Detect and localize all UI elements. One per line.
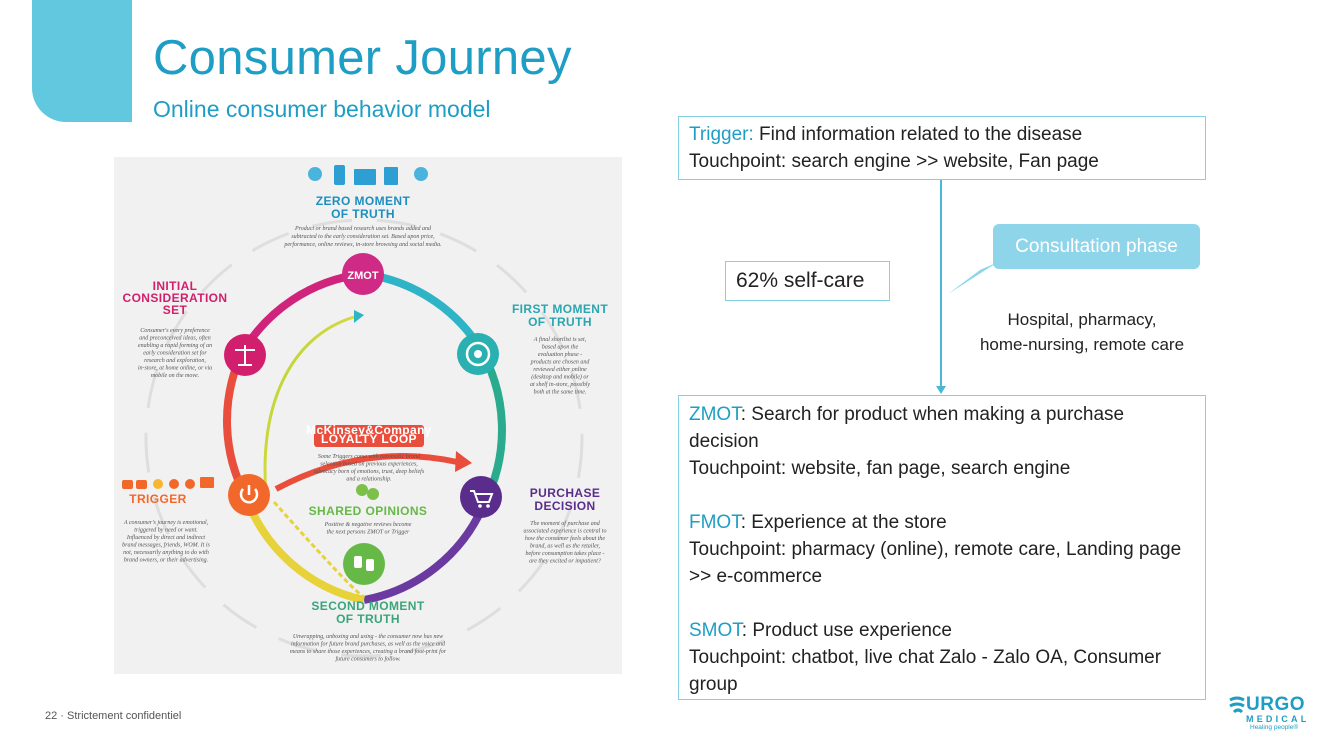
places-line-2: home-nursing, remote care	[979, 335, 1185, 354]
shared-text-line-0: Positive & negative reviews become	[324, 522, 412, 528]
corner-tab-decoration	[32, 0, 132, 122]
purchase-text-line-1: associated experience is central to	[524, 529, 607, 535]
urgo-logo: URGO MEDICAL Healing people®	[1228, 694, 1308, 732]
smot-text-line-3: future consumers to follow.	[336, 656, 401, 663]
trigger-text-line-0: A consumer's journey is emotional,	[123, 520, 209, 526]
zmot-title-line-0: ZERO MOMENT	[316, 194, 411, 208]
consultation-places: Hospital, pharmacy, home-nursing, remote…	[962, 307, 1202, 357]
trigger-text-line-5: brand owners, or their advertising.	[124, 558, 208, 564]
trigger-title-line-0: TRIGGER	[129, 492, 186, 506]
initial-text-line-5: in-store, at home online, or via	[138, 366, 212, 372]
loyalty-text-line-2: advocacy born of emotions, trust, deep b…	[314, 468, 425, 475]
page-subtitle: Online consumer behavior model	[153, 96, 491, 122]
fmot-text: : Experience at the store	[740, 512, 947, 533]
purchase-text-line-3: brand, as well as the retailer,	[530, 544, 600, 550]
zmot-text-line-2: performance, online reviews, in-store br…	[283, 241, 441, 248]
logo-word: URGO	[1246, 694, 1305, 715]
purchase-node	[460, 476, 502, 518]
loyalty-text-line-1: selection based on previous experiences,	[320, 462, 418, 468]
zmot-badge: ZMOT	[347, 270, 378, 282]
trigger-text-line-3: brand messages, friends, WOM. It is	[122, 542, 210, 549]
loyalty-text-line-0: Some Triggers come with automatic brand	[318, 454, 421, 460]
purchase-title-line-1: DECISION	[534, 499, 595, 513]
fmot-touchpoint: Touchpoint: pharmacy (online), remote ca…	[689, 539, 1182, 587]
smot-touchpoint: Touchpoint: chatbot, live chat Zalo - Za…	[689, 647, 1162, 695]
moments-box: ZMOT: Search for product when making a p…	[678, 395, 1206, 700]
fmot-text-line-3: products are chosen and	[530, 360, 591, 366]
fmot-text-line-7: both at the same time.	[534, 390, 587, 396]
fmot-text-line-4: reviewed either online	[533, 367, 587, 373]
zmot-title-line-1: OF TRUTH	[331, 207, 395, 221]
smot-text: : Product use experience	[741, 620, 952, 641]
initial-title-line-1: CONSIDERATION	[123, 291, 228, 305]
trigger-label: Trigger:	[689, 124, 754, 145]
smot-node	[343, 543, 385, 585]
urgo-logo-mark-icon	[1229, 696, 1245, 714]
loyalty-banner	[314, 425, 424, 447]
fmot-title-line-0: FIRST MOMENT	[512, 302, 608, 316]
trigger-text-line-4: not, necessarily anything to do with	[123, 550, 209, 556]
connector-line	[940, 180, 942, 388]
loyalty-banner-line-0: McKinsey&Company	[306, 423, 432, 437]
fmot-title-line-1: OF TRUTH	[528, 315, 592, 329]
consultation-callout-tail	[948, 262, 998, 294]
purchase-text-line-5: are they excited or impatient?	[529, 559, 601, 565]
initial-title-line-2: SET	[163, 303, 188, 317]
places-line-1: Hospital, pharmacy,	[1007, 310, 1157, 329]
smot-title-line-1: OF TRUTH	[336, 612, 400, 626]
trigger-text-line-2: Influenced by direct and indirect	[126, 534, 206, 541]
initial-text-line-1: and preconceived ideas, often	[139, 335, 210, 342]
shared-text-line-1: the next persons ZMOT or Trigger	[327, 530, 410, 536]
trigger-text: Find information related to the disease	[753, 124, 1083, 145]
initial-text-line-6: mobile on the move.	[151, 373, 199, 379]
purchase-text-line-0: The moment of purchase and	[530, 520, 600, 527]
smot-text-line-1: information for future brand purchases, …	[291, 641, 446, 648]
fmot-text-line-1: based upon the	[542, 345, 579, 351]
fmot-text-line-2: evaluation phase -	[538, 352, 582, 358]
fmot-text-line-6: at shelf in-store, possibly	[530, 381, 590, 388]
initial-text-line-0: Consumer's every preference	[140, 327, 210, 334]
initial-text-line-2: enabling a rapid forming of an	[138, 342, 212, 349]
zmot-text-line-0: Product or brand based research uses bra…	[294, 226, 432, 232]
purchase-text-line-2: how the consumer feels about the	[525, 535, 605, 542]
shared-title-line-0: SHARED OPINIONS	[309, 504, 428, 518]
trigger-touchpoint: Touchpoint: search engine >> website, Fa…	[689, 151, 1099, 172]
zmot-text-line-1: subtracted to the early consideration se…	[291, 234, 435, 240]
loyalty-text-line-3: and a relationship.	[346, 477, 391, 483]
zmot-touchpoint: Touchpoint: website, fan page, search en…	[689, 458, 1071, 479]
fmot-text-line-5: (desktop and mobile) or	[531, 374, 589, 381]
consultation-phase-bubble: Consultation phase	[993, 224, 1200, 269]
zmot-label: ZMOT	[689, 404, 741, 425]
initial-text-line-3: early consideration set for	[143, 350, 207, 357]
smot-label: SMOT	[689, 620, 742, 641]
trigger-box: Trigger: Find information related to the…	[678, 116, 1206, 180]
smot-text-line-0: Unwrapping, unboxing and using - the con…	[293, 634, 443, 640]
purchase-text-line-4: before consumption takes place -	[525, 550, 604, 557]
page-title: Consumer Journey	[153, 31, 572, 85]
trigger-text-line-1: triggered by need or want.	[134, 528, 198, 534]
logo-sub: MEDICAL	[1246, 714, 1310, 724]
selfcare-box: 62% self-care	[725, 261, 890, 301]
smot-title-line-0: SECOND MOMENT	[311, 599, 424, 613]
connector-arrowhead	[936, 386, 946, 394]
fmot-label: FMOT	[689, 512, 741, 533]
fmot-text-line-0: A final shortlist is set,	[533, 336, 587, 343]
logo-tagline: Healing people®	[1250, 724, 1299, 731]
initial-text-line-4: research and exploration,	[144, 358, 206, 364]
footer-confidential: 22 · Strictement confidentiel	[45, 710, 182, 722]
zmot-node	[342, 253, 384, 295]
initial-title-line-0: INITIAL	[153, 279, 198, 293]
loyalty-banner-line-1: LOYALTY LOOP	[321, 432, 417, 446]
smot-text-line-2: means to share those experiences, creati…	[290, 648, 447, 655]
zmot-text: : Search for product when making a purch…	[689, 404, 1125, 452]
purchase-title-line-0: PURCHASE	[530, 486, 601, 500]
